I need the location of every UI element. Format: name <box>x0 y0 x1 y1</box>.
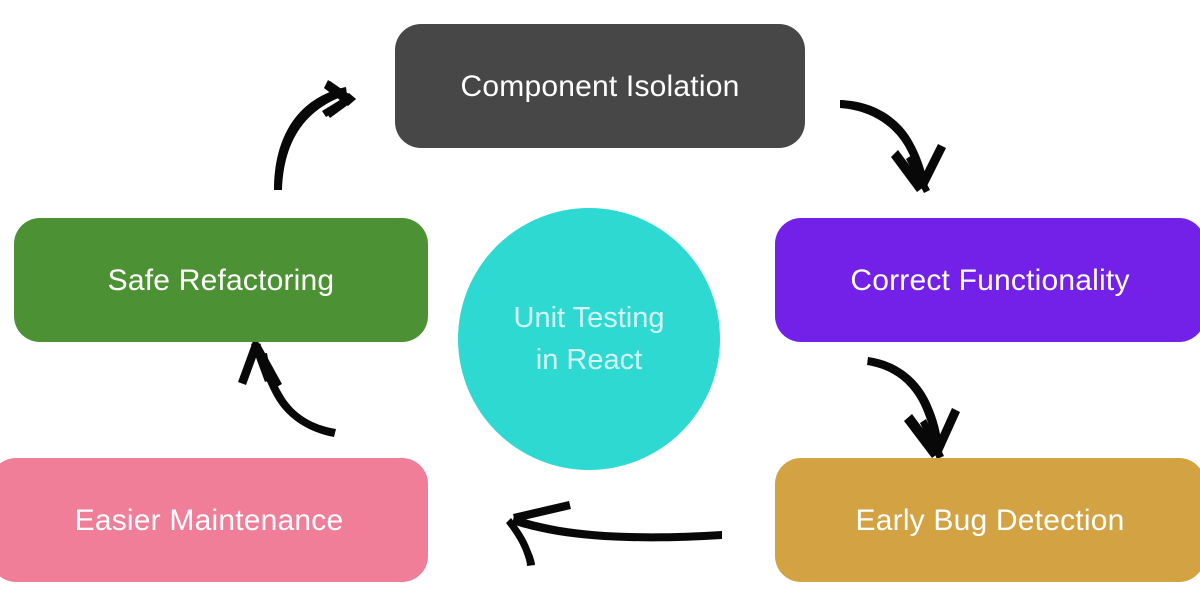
center-circle[interactable]: Unit Testing in React <box>458 208 720 470</box>
node-early-bug-detection[interactable]: Early Bug Detection <box>775 458 1200 582</box>
arrow-easier-maintenance-to-safe-refactoring <box>238 341 336 437</box>
node-component-isolation[interactable]: Component Isolation <box>395 24 805 148</box>
node-easier-maintenance[interactable]: Easier Maintenance <box>0 458 428 582</box>
arrow-early-bug-detection-to-easier-maintenance <box>506 501 722 566</box>
node-correct-functionality[interactable]: Correct Functionality <box>775 218 1200 342</box>
center-circle-line-2: in React <box>535 344 643 376</box>
arrow-component-isolation-to-correct-functionality <box>840 100 946 193</box>
arrow-correct-functionality-to-early-bug-detection <box>867 357 960 459</box>
arrow-safe-refactoring-to-component-isolation <box>274 80 356 190</box>
center-circle-text: Unit Testing in React <box>514 297 665 381</box>
node-safe-refactoring[interactable]: Safe Refactoring <box>14 218 428 342</box>
center-circle-line-1: Unit Testing <box>513 301 665 334</box>
